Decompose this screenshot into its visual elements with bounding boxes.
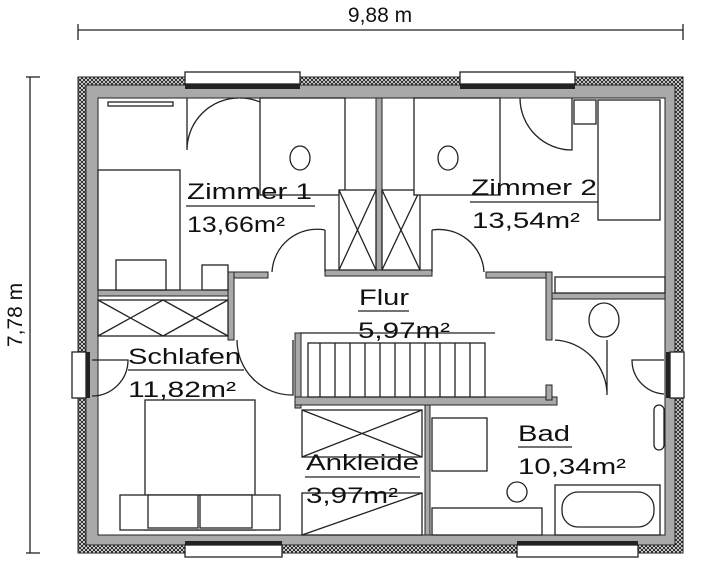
width-label: 9,88 m bbox=[348, 4, 412, 27]
width-dimension: 9,88 m bbox=[77, 4, 684, 40]
furniture bbox=[97, 97, 666, 536]
room-name: Schlafen bbox=[128, 344, 241, 369]
room-bad: Bad 10,34m² bbox=[518, 421, 626, 479]
room-area: 13,54m² bbox=[472, 208, 580, 233]
height-label: 7,78 m bbox=[4, 283, 27, 347]
room-name: Flur bbox=[359, 285, 409, 310]
room-schlafen: Schlafen 11,82m² bbox=[128, 344, 244, 402]
room-name: Zimmer 2 bbox=[471, 175, 597, 200]
windows bbox=[71, 71, 685, 558]
room-name: Bad bbox=[518, 421, 570, 446]
stairs bbox=[300, 332, 495, 397]
room-name: Ankleide bbox=[306, 450, 419, 475]
room-area: 10,34m² bbox=[518, 454, 626, 479]
room-zimmer-1: Zimmer 1 13,66m² bbox=[186, 179, 315, 237]
room-name: Zimmer 1 bbox=[187, 179, 312, 204]
height-dimension: 7,78 m bbox=[4, 76, 40, 554]
room-area: 5,97m² bbox=[358, 318, 450, 343]
room-zimmer-2: Zimmer 2 13,54m² bbox=[470, 175, 598, 233]
room-area: 13,66m² bbox=[187, 212, 285, 237]
room-area: 3,97m² bbox=[306, 483, 398, 508]
room-flur: Flur 5,97m² bbox=[358, 285, 450, 343]
room-area: 11,82m² bbox=[128, 377, 236, 402]
room-ankleide: Ankleide 3,97m² bbox=[305, 450, 420, 508]
